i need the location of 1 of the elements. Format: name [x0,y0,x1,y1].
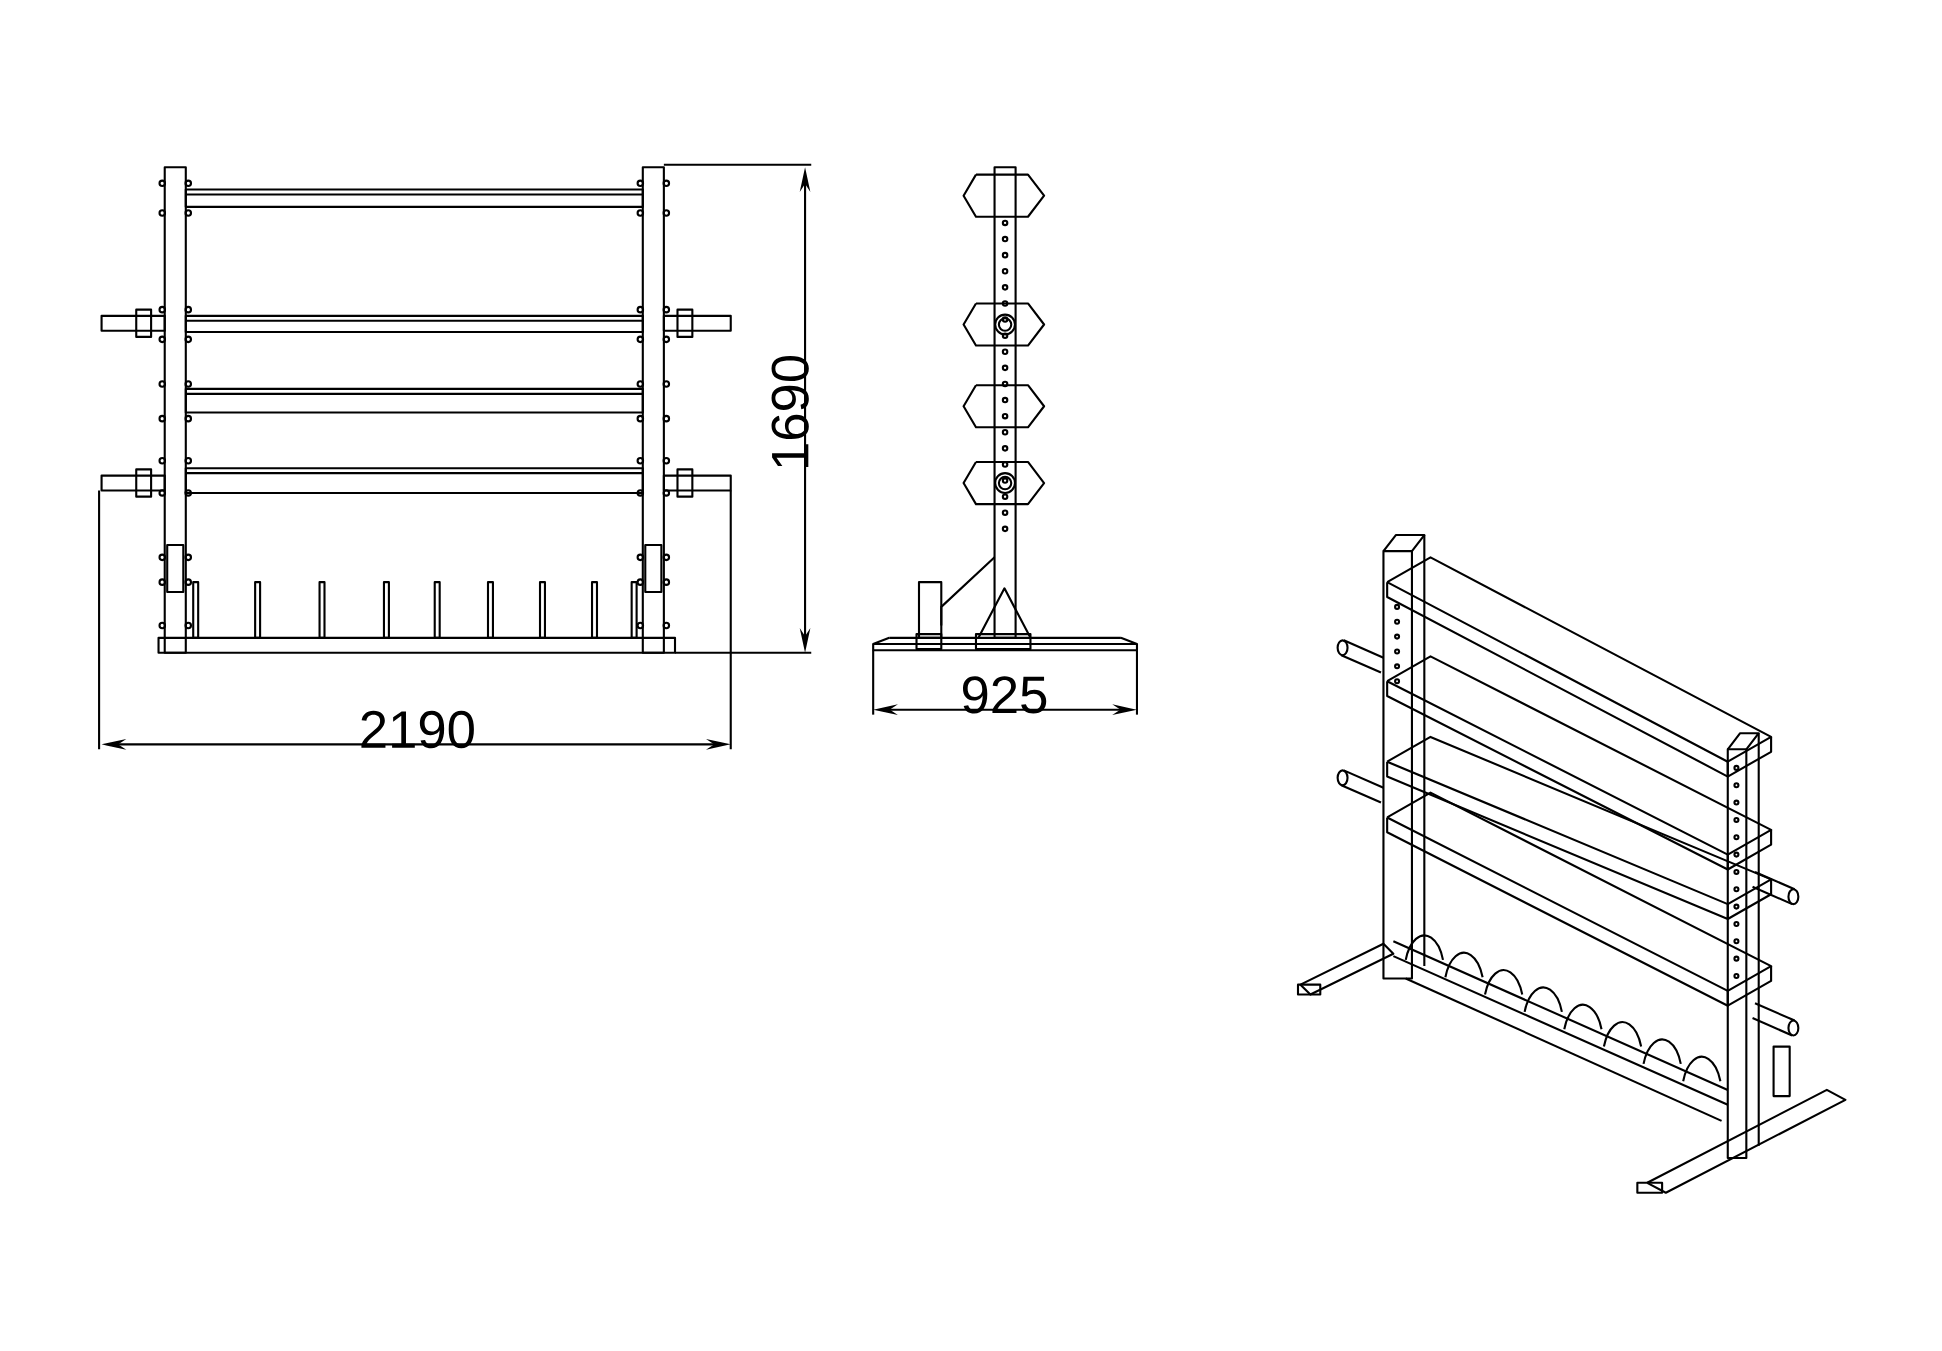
dimension-label: 925 [962,676,1047,714]
